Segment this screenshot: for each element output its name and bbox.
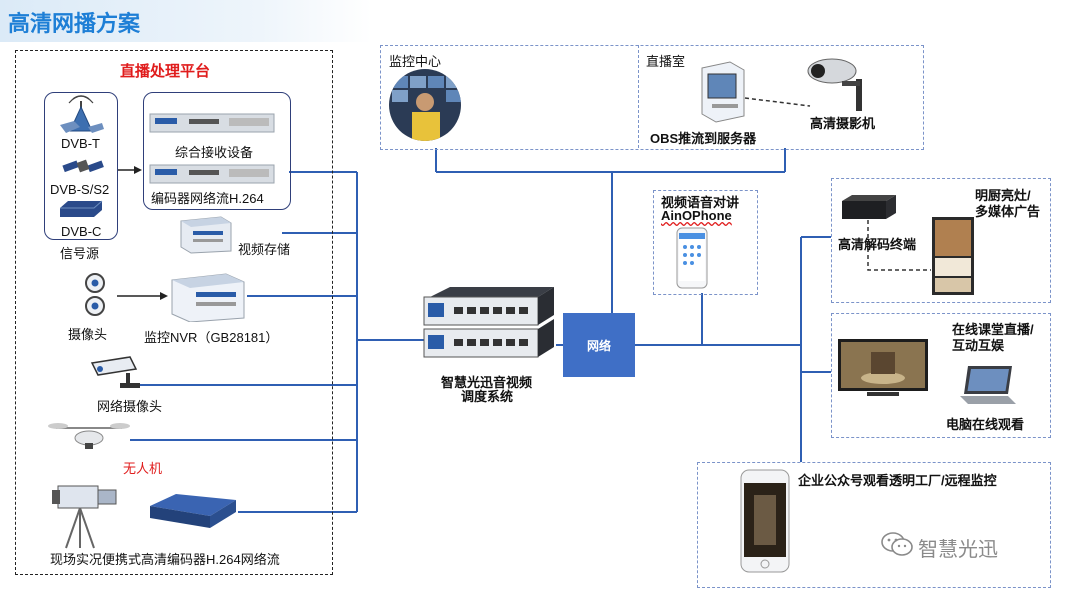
receiver-encoder-box <box>143 92 291 210</box>
storage-icon <box>180 216 232 254</box>
portable-encoder-icon <box>150 494 236 528</box>
title-bar <box>0 0 372 42</box>
video-camera-icon <box>52 485 117 549</box>
iphone-icon <box>740 469 790 573</box>
top-panel-divider <box>638 45 639 148</box>
watermark-text: 智慧光迅 <box>918 539 998 561</box>
drone-icon <box>48 423 130 449</box>
signal-source-box <box>44 92 118 240</box>
server-icon <box>423 287 554 358</box>
live-processing-panel <box>15 50 333 575</box>
dvb-s-label: DVB-S/S2 <box>50 182 110 197</box>
antenna-icon <box>60 95 104 133</box>
receiver-label: 综合接收设备 <box>175 145 254 160</box>
portable-encoder-label: 现场实况便携式高清编码器H.264网络流 <box>50 552 280 567</box>
intercom-panel <box>653 190 758 295</box>
ainophone-label: AinOPhone <box>661 208 732 223</box>
kitchen-label-1: 明厨亮灶/ <box>975 188 1031 203</box>
ip-camera-label: 网络摄像头 <box>97 399 163 414</box>
nvr-label: 监控NVR（GB28181） <box>144 330 279 345</box>
encoder-label: 编码器网络流H.264 <box>151 191 264 206</box>
dvb-c-label: DVB-C <box>61 224 102 239</box>
encoder-device-icon <box>149 164 275 184</box>
wechat-panel <box>697 462 1051 588</box>
obs-label: OBS推流到服务器 <box>650 131 757 146</box>
top-panel <box>380 45 924 150</box>
decoder-label: 高清解码终端 <box>838 237 917 252</box>
classroom-label-1: 在线课堂直播/ <box>952 322 1034 337</box>
monitor-center-label: 监控中心 <box>389 54 442 69</box>
camera-label: 摄像头 <box>68 327 108 342</box>
ip-camera-icon <box>90 356 140 388</box>
decoder-panel <box>831 178 1051 303</box>
computer-icon <box>701 61 745 123</box>
hd-camera-icon <box>807 58 862 111</box>
classroom-panel <box>831 313 1051 438</box>
intercom-label: 视频语音对讲 <box>661 195 740 210</box>
classroom-label-2: 互动互娱 <box>952 338 1005 353</box>
webcam-icon <box>85 273 105 316</box>
kiosk-screen-icon <box>932 217 974 295</box>
monitor-center-photo-icon <box>389 69 461 141</box>
wechat-label: 企业公众号观看透明工厂/远程监控 <box>798 473 997 488</box>
signal-source-label: 信号源 <box>60 246 100 261</box>
server-label-2: 调度系统 <box>461 389 514 404</box>
laptop-icon <box>960 366 1016 404</box>
hd-camera-label: 高清摄影机 <box>810 116 876 131</box>
nvr-icon <box>171 273 245 322</box>
pc-label: 电脑在线观看 <box>946 417 1025 432</box>
satellite-icon <box>62 159 104 173</box>
smartphone-icon <box>676 227 708 289</box>
cable-box-icon <box>60 200 103 217</box>
drone-label: 无人机 <box>123 461 163 476</box>
kitchen-label-2: 多媒体广告 <box>975 204 1041 219</box>
receiver-device-icon <box>149 113 275 133</box>
panel-heading: 直播处理平台 <box>120 63 211 80</box>
dvb-t-label: DVB-T <box>61 136 100 151</box>
storage-label: 视频存储 <box>238 242 291 257</box>
page-title: 高清网播方案 <box>8 11 141 36</box>
server-label-1: 智慧光迅音视频 <box>441 375 533 390</box>
studio-label: 直播室 <box>646 54 686 69</box>
wechat-logo-icon <box>881 532 913 556</box>
decoder-box-icon <box>842 195 896 219</box>
network-node: 网络 <box>563 313 635 377</box>
tv-icon <box>838 339 928 396</box>
